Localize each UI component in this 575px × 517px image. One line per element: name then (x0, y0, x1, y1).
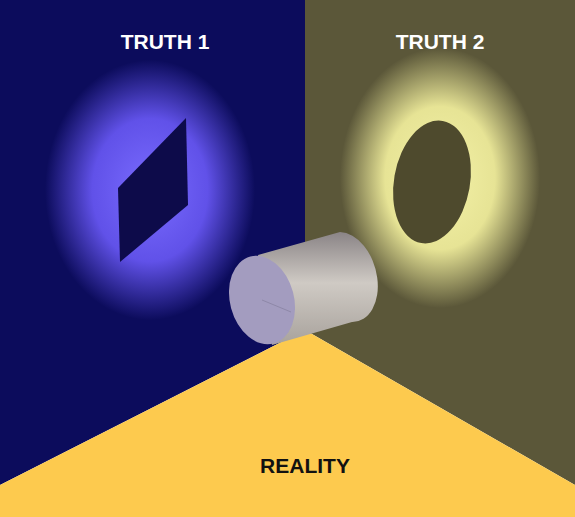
square-shadow (118, 118, 188, 262)
wall-label: TRUTH 1 (121, 30, 210, 54)
cylinder-face (219, 248, 304, 351)
face-shading (262, 300, 291, 312)
floor (0, 330, 575, 517)
blue-glow (45, 60, 255, 320)
wall-label: TRUTH 2 (396, 30, 485, 54)
circle-shadow (384, 114, 480, 249)
wall-label: REALITY (260, 454, 350, 478)
